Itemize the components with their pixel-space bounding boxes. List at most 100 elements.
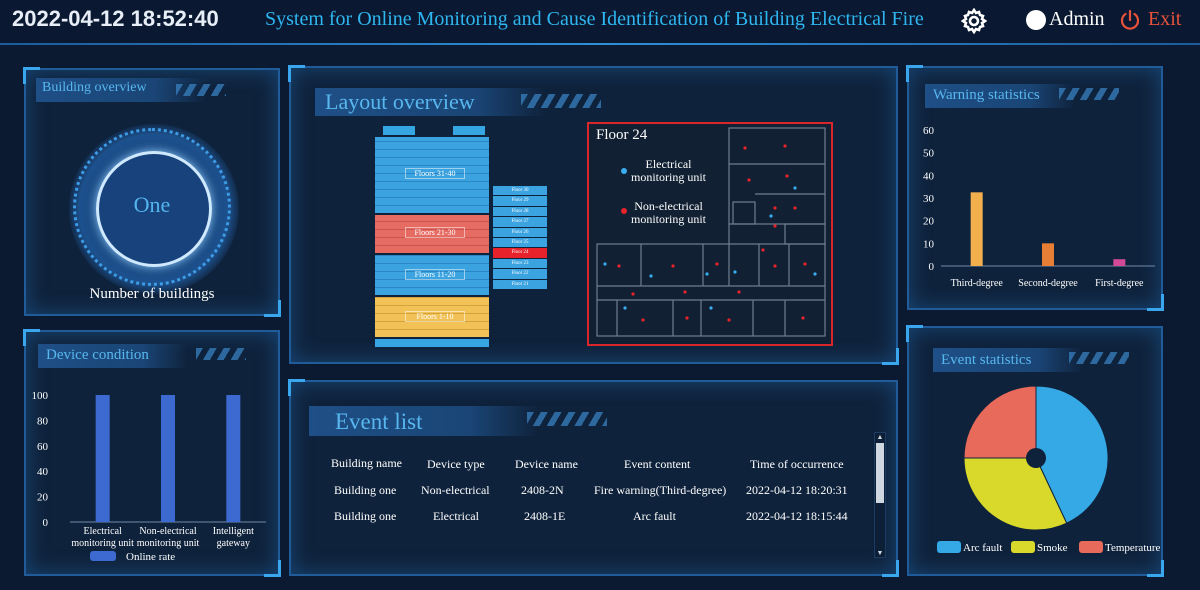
table-cell[interactable]: Arc fault — [633, 509, 676, 523]
pie-slice[interactable] — [963, 457, 1068, 531]
column-header: Device type — [427, 457, 485, 471]
legend-label: Temperature — [1105, 542, 1161, 554]
pie-slice[interactable] — [963, 385, 1037, 459]
power-icon[interactable] — [1119, 9, 1141, 31]
legend-label: Online rate — [126, 551, 175, 563]
bar[interactable] — [1113, 259, 1126, 266]
event-list-scrollbar[interactable]: ▲ ▼ — [874, 432, 886, 558]
legend-nonelectrical-dot — [621, 208, 627, 214]
floor-plan-drawing — [596, 127, 826, 337]
floor-list-item[interactable]: Floor 21 — [493, 279, 547, 289]
exit-button[interactable]: Exit — [1148, 8, 1182, 30]
y-tick-label: 0 — [43, 517, 49, 529]
legend-electrical-label: Electrical monitoring unit — [631, 158, 706, 184]
table-cell[interactable]: Building one — [334, 509, 397, 523]
x-tick-label: Intelligent — [213, 526, 254, 537]
layout-overview-panel: Layout overview Floors 31-40 Floors 21-3… — [288, 65, 899, 365]
table-cell[interactable]: Electrical — [433, 509, 479, 523]
y-tick-label: 20 — [37, 492, 49, 504]
legend-electrical-dot — [621, 168, 627, 174]
table-cell[interactable]: 2408-1E — [524, 509, 566, 523]
legend-swatch — [1079, 541, 1103, 553]
scroll-up-icon[interactable]: ▲ — [876, 433, 884, 441]
y-tick-label: 30 — [923, 193, 935, 205]
gear-icon[interactable] — [961, 8, 987, 34]
user-avatar[interactable] — [1026, 10, 1046, 30]
y-tick-label: 80 — [37, 415, 49, 427]
building-overview-panel: Building overview One Number of building… — [23, 67, 281, 317]
building-count-value: One — [133, 192, 171, 217]
x-tick-label: monitoring unit — [137, 538, 200, 549]
bar[interactable] — [1042, 243, 1054, 266]
bar[interactable] — [161, 395, 175, 522]
y-tick-label: 40 — [37, 466, 49, 478]
floor-list-item[interactable]: Floor 27 — [493, 217, 547, 227]
floor-group-21-30[interactable] — [375, 215, 489, 253]
floor-list-item[interactable]: Floor 28 — [493, 206, 547, 217]
x-tick-label: First-degree — [1095, 278, 1144, 289]
bar[interactable] — [95, 395, 110, 522]
floor-group-1-10[interactable] — [375, 297, 489, 337]
x-tick-label: monitoring unit — [71, 538, 134, 549]
user-name[interactable]: Admin — [1049, 8, 1105, 30]
floor-group-label: Floors 31-40 — [405, 168, 465, 179]
floor-list-item[interactable]: Floor 25 — [493, 238, 547, 248]
legend-line: monitoring unit — [631, 170, 706, 184]
column-header: Time of occurrence — [750, 457, 844, 471]
legend-swatch — [1011, 541, 1035, 553]
building-diagram: Floors 31-40 Floors 21-30 Floors 11-20 F… — [375, 124, 549, 350]
scroll-down-icon[interactable]: ▼ — [876, 549, 884, 557]
floor-list-item[interactable]: Floor 26 — [493, 227, 547, 237]
x-tick-label: Second-degree — [1018, 278, 1078, 289]
table-cell[interactable]: 2022-04-12 18:20:31 — [746, 483, 848, 497]
table-cell[interactable]: Building one — [334, 483, 397, 497]
floor-plan-title: Floor 24 — [596, 127, 648, 143]
x-tick-label: Non-electrical — [139, 526, 196, 537]
floor-list-item[interactable]: Floor 30 — [493, 186, 547, 196]
x-tick-label: gateway — [217, 538, 250, 549]
event-list-title: Event list — [335, 409, 423, 434]
x-tick-label: Electrical — [84, 526, 123, 537]
panel-title-stripes — [1059, 88, 1119, 100]
legend-swatch — [90, 551, 116, 561]
layout-overview-title: Layout overview — [325, 89, 475, 114]
pie-hole — [1026, 448, 1046, 468]
panel-title-stripes — [1069, 352, 1129, 364]
floor-group-31-40[interactable] — [375, 137, 489, 213]
bar[interactable] — [226, 395, 241, 522]
event-list-panel: Event list — [288, 379, 899, 577]
table-cell[interactable]: 2022-04-12 18:15:44 — [746, 509, 848, 523]
floor-group-11-20[interactable] — [375, 255, 489, 295]
floor-list-item[interactable]: Floor 29 — [493, 196, 547, 206]
building-base — [375, 339, 489, 347]
table-cell[interactable]: Non-electrical — [421, 483, 490, 497]
panel-title-bar — [933, 348, 1083, 372]
table-cell[interactable]: 2408-2N — [521, 483, 564, 497]
y-tick-label: 100 — [32, 390, 49, 402]
legend-line: Non-electrical — [634, 199, 703, 213]
building-overview-title: Building overview — [42, 80, 147, 95]
datetime-display: 2022-04-12 18:52:40 — [12, 6, 219, 31]
event-statistics-title: Event statistics — [941, 352, 1032, 368]
scroll-thumb[interactable] — [876, 443, 884, 503]
floor-group-label: Floors 1-10 — [405, 311, 465, 322]
table-cell[interactable]: Fire warning(Third-degree) — [594, 483, 727, 497]
system-title: System for Online Monitoring and Cause I… — [265, 8, 924, 30]
panel-title-bar — [38, 344, 188, 368]
y-tick-label: 20 — [923, 216, 935, 228]
floor-group-label: Floors 21-30 — [405, 227, 465, 238]
panel-title-bar — [309, 406, 539, 436]
floor-list-item[interactable]: Floor 22 — [493, 269, 547, 279]
bar[interactable] — [970, 192, 983, 266]
warning-statistics-title: Warning statistics — [933, 87, 1040, 103]
building-count-caption: Number of buildings — [89, 286, 215, 302]
floor-list-item[interactable]: Floor 24 — [493, 248, 547, 258]
panel-title-bar — [315, 88, 545, 116]
pie-slice[interactable] — [1035, 385, 1109, 524]
floor-list-item[interactable]: Floor 23 — [493, 258, 547, 269]
